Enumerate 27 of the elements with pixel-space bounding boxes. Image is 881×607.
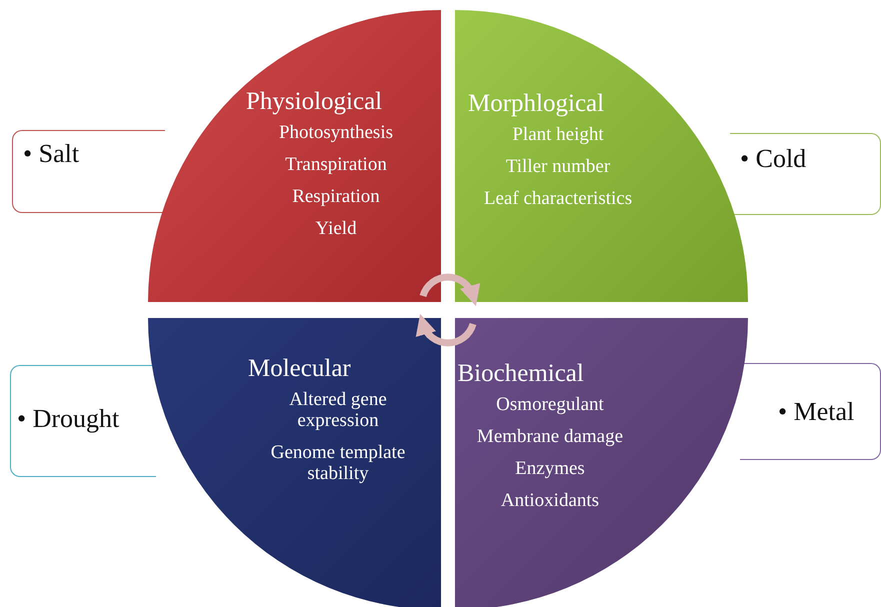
curved-arrow (420, 274, 480, 306)
category-item: Membrane damage (476, 426, 624, 447)
category-item: Respiration (292, 186, 380, 207)
category-item: Genome template stability (270, 442, 406, 484)
category-item: Photosynthesis (278, 122, 394, 143)
category-heading: Molecular (248, 355, 351, 383)
stress-label: • Salt (23, 139, 80, 169)
category-heading: Morphlogical (468, 90, 604, 118)
category-item: Yield (315, 218, 357, 239)
stress-box (10, 365, 156, 477)
category-item: Enzymes (515, 458, 585, 479)
curved-arrow (416, 314, 476, 346)
category-item: Plant height (512, 124, 604, 145)
stress-label: • Drought (17, 404, 120, 434)
stress-box (730, 133, 881, 215)
category-heading: Physiological (246, 88, 382, 116)
stress-label: • Metal (778, 397, 854, 427)
category-item: Osmoregulant (496, 394, 604, 415)
stress-label: • Cold (740, 144, 806, 174)
category-item: Transpiration (285, 154, 387, 175)
stress-box (740, 363, 881, 460)
category-item: Tiller number (506, 156, 610, 177)
category-item: Altered gene expression (288, 389, 388, 431)
category-heading: Biochemical (458, 360, 584, 388)
category-item: Leaf characteristics (484, 188, 632, 209)
stress-box (12, 130, 165, 213)
category-item: Antioxidants (500, 490, 600, 511)
